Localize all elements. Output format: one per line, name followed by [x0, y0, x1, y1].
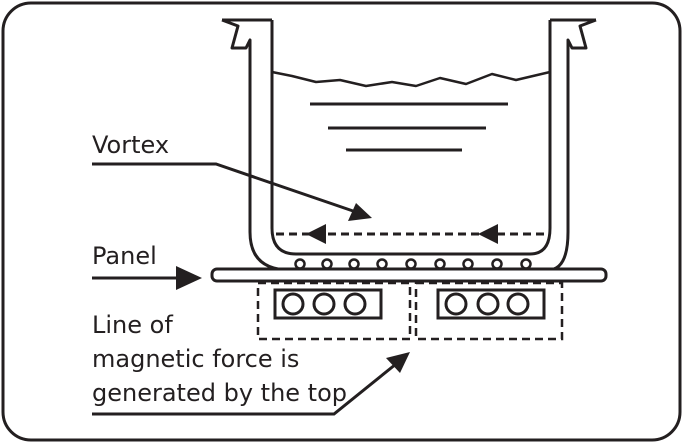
magnetic-force-pointer-arrowhead	[386, 352, 410, 373]
coil-zone-right	[414, 281, 564, 341]
coil-left	[273, 288, 383, 320]
magnetic-force-pointer-line	[92, 362, 397, 416]
label-magnetic-line-2: magnetic force is	[92, 345, 300, 373]
label-magnetic-line-3: generated by the top	[92, 379, 347, 407]
label-panel: Panel	[92, 242, 157, 270]
coil-right	[436, 288, 546, 320]
pot-inner-wall	[270, 20, 552, 256]
liquid-lines	[310, 102, 508, 152]
vortex-arrowhead-right	[478, 224, 498, 244]
contact-dots	[294, 258, 532, 270]
label-vortex: Vortex	[92, 131, 170, 159]
label-magnetic-line-1: Line of	[92, 311, 173, 339]
liquid-surface	[271, 70, 551, 88]
vortex-pointer-line	[92, 162, 357, 214]
panel-plate	[210, 267, 608, 283]
vortex-arrowhead-left	[306, 224, 326, 244]
vortex-pointer-arrowhead	[348, 203, 372, 221]
panel-pointer-arrowhead	[176, 266, 202, 290]
